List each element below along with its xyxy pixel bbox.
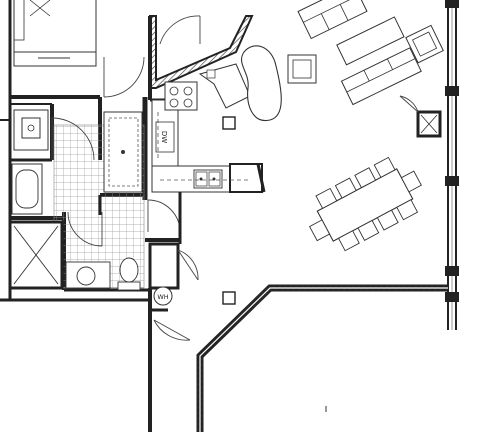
kitchen-range [164, 81, 198, 111]
kitchen-counter-bottom [151, 163, 263, 193]
dining-set [309, 156, 422, 252]
dining-chair [354, 167, 377, 189]
dining-chair [337, 230, 360, 252]
sofa-top [297, 0, 368, 40]
column-marker [222, 291, 236, 305]
kitchen-counter-dashed-outline [157, 112, 250, 181]
washer-dryer [65, 261, 111, 289]
lounge-chair-left [287, 54, 317, 84]
kitchen-angled-counter [198, 63, 251, 109]
bath-door-swings [51, 117, 181, 247]
exterior-window-wall-right [445, 0, 459, 330]
shower-stall [103, 111, 143, 193]
water-heater-label: WH [157, 293, 168, 301]
dishwasher-label: DW [160, 131, 168, 143]
lounge-chair-right [405, 24, 444, 64]
kitchen-island [240, 45, 282, 121]
entry-walls [148, 288, 191, 432]
bathtub [11, 163, 43, 215]
dining-chair [373, 156, 396, 178]
water-heater-closet: WH [148, 242, 199, 306]
column-marker [222, 116, 236, 130]
dining-chair [334, 177, 357, 199]
dining-chair [376, 209, 399, 231]
interior-partitions [98, 192, 182, 244]
corridor-wall [196, 284, 448, 432]
coffee-table [336, 16, 405, 66]
bedroom-bed [13, 0, 97, 67]
dining-chair [396, 199, 419, 221]
dining-chair [309, 219, 331, 242]
bedroom-door-swing [103, 56, 145, 98]
pantry-door-swing [159, 15, 201, 45]
dining-chair [357, 219, 380, 241]
kitchen-wall-stub [256, 163, 266, 193]
structural-column-right [399, 95, 442, 138]
dining-chair [400, 170, 422, 193]
bedroom-side-cabinet [13, 0, 25, 41]
dining-chair [315, 187, 338, 209]
linen-closet [8, 220, 64, 290]
sofa-bottom [340, 47, 422, 106]
bath-vanity [13, 109, 49, 151]
toilet [117, 257, 141, 291]
